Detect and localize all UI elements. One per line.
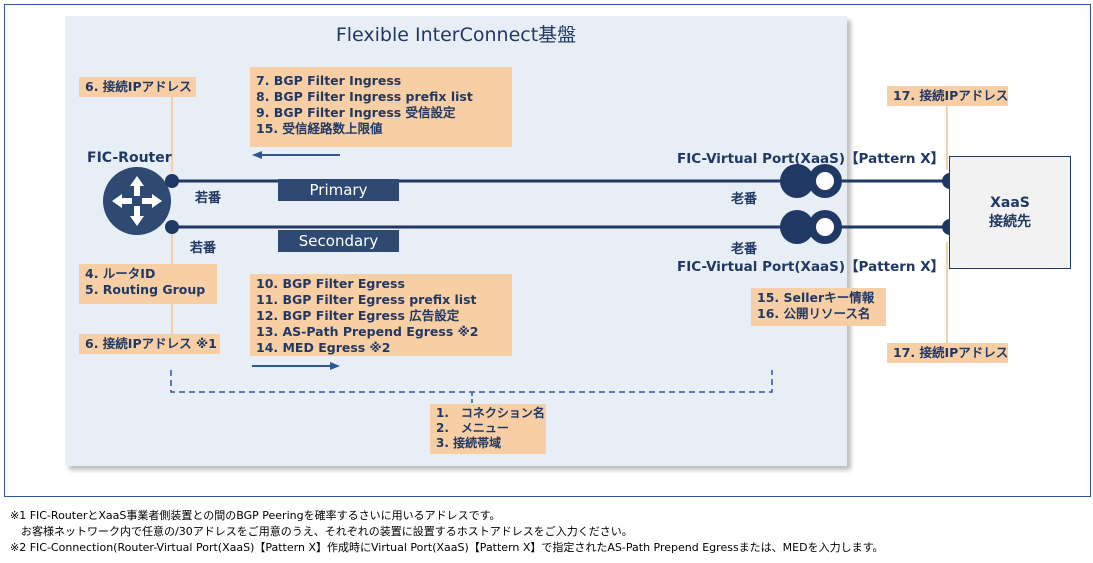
vport-top-icon bbox=[780, 164, 842, 198]
note-seller: 15. Sellerキー情報 16. 公開リソース名 bbox=[751, 288, 886, 326]
ingress-item: 15. 受信経路数上限値 bbox=[256, 121, 383, 136]
footnote: お客様ネットワーク内で任意の/30アドレスをご用意のうえ、それぞれの装置に設置す… bbox=[10, 525, 633, 538]
routing-group-item: 5. Routing Group bbox=[85, 282, 206, 297]
vport-bottom-icon bbox=[780, 210, 842, 244]
note-xaas-ip-top: 17. 接続IPアドレス bbox=[887, 86, 1008, 106]
vport-top-label: FIC-Virtual Port(XaaS)【Pattern X】 bbox=[677, 151, 945, 167]
router-port-top bbox=[165, 174, 179, 188]
note-router-group: 4. ルータID 5. Routing Group bbox=[79, 264, 217, 304]
diagram-title: Flexible InterConnect基盤 bbox=[335, 24, 577, 46]
router-label: FIC-Router bbox=[87, 150, 172, 166]
seller-item: 16. 公開リソース名 bbox=[757, 306, 871, 321]
ingress-arrowhead bbox=[252, 151, 262, 159]
ingress-item: 9. BGP Filter Ingress 受信設定 bbox=[256, 105, 456, 120]
ingress-item: 7. BGP Filter Ingress bbox=[256, 73, 402, 88]
ingress-item: 8. BGP Filter Ingress prefix list bbox=[256, 89, 473, 104]
egress-item: 11. BGP Filter Egress prefix list bbox=[256, 292, 477, 307]
footnote: ※2 FIC-Connection(Router-Virtual Port(Xa… bbox=[10, 541, 884, 554]
egress-arrowhead bbox=[330, 362, 340, 370]
note-xaas-ip-bottom: 17. 接続IPアドレス bbox=[887, 343, 1008, 363]
footnote: ※1 FIC-RouterとXaaS事業者側装置との間のBGP Peeringを… bbox=[10, 509, 501, 522]
roban-top-label: 老番 bbox=[731, 192, 758, 207]
roban-bottom-label: 老番 bbox=[731, 242, 758, 257]
router-body bbox=[103, 167, 171, 235]
note-connection: 1. コネクション名 2. メニュー 3. 接続帯域 bbox=[430, 404, 546, 454]
xaas-title: XaaS bbox=[990, 195, 1030, 211]
note-ip-bottom: 6. 接続IPアドレス ※1 bbox=[79, 334, 220, 354]
connection-bracket bbox=[170, 370, 773, 393]
router-port-bottom bbox=[165, 220, 179, 234]
connection-item: 2. メニュー bbox=[436, 421, 509, 435]
note-egress: 10. BGP Filter Egress 11. BGP Filter Egr… bbox=[250, 274, 512, 356]
note-ingress: 7. BGP Filter Ingress 8. BGP Filter Ingr… bbox=[250, 67, 512, 147]
vport-bottom-label: FIC-Virtual Port(XaaS)【Pattern X】 bbox=[677, 259, 945, 275]
wakaban-top-label: 若番 bbox=[195, 191, 222, 206]
note-ip-top: 6. 接続IPアドレス bbox=[79, 77, 196, 97]
primary-band: Primary bbox=[278, 179, 399, 201]
egress-item: 13. AS-Path Prepend Egress ※2 bbox=[256, 324, 479, 339]
egress-item: 10. BGP Filter Egress bbox=[256, 276, 405, 291]
connection-item: 1. コネクション名 bbox=[436, 406, 545, 420]
outer-frame bbox=[4, 4, 1091, 497]
connection-item: 3. 接続帯域 bbox=[436, 436, 502, 450]
router-id-item: 4. ルータID bbox=[85, 266, 156, 281]
egress-item: 14. MED Egress ※2 bbox=[256, 340, 391, 355]
xaas-destination-box: XaaS 接続先 bbox=[949, 156, 1071, 269]
seller-item: 15. Sellerキー情報 bbox=[757, 290, 875, 305]
router-arrows-icon bbox=[112, 176, 162, 226]
egress-item: 12. BGP Filter Egress 広告設定 bbox=[256, 308, 460, 323]
secondary-band: Secondary bbox=[278, 230, 399, 252]
xaas-subtitle: 接続先 bbox=[989, 214, 1031, 230]
wakaban-bottom-label: 若番 bbox=[190, 241, 217, 256]
